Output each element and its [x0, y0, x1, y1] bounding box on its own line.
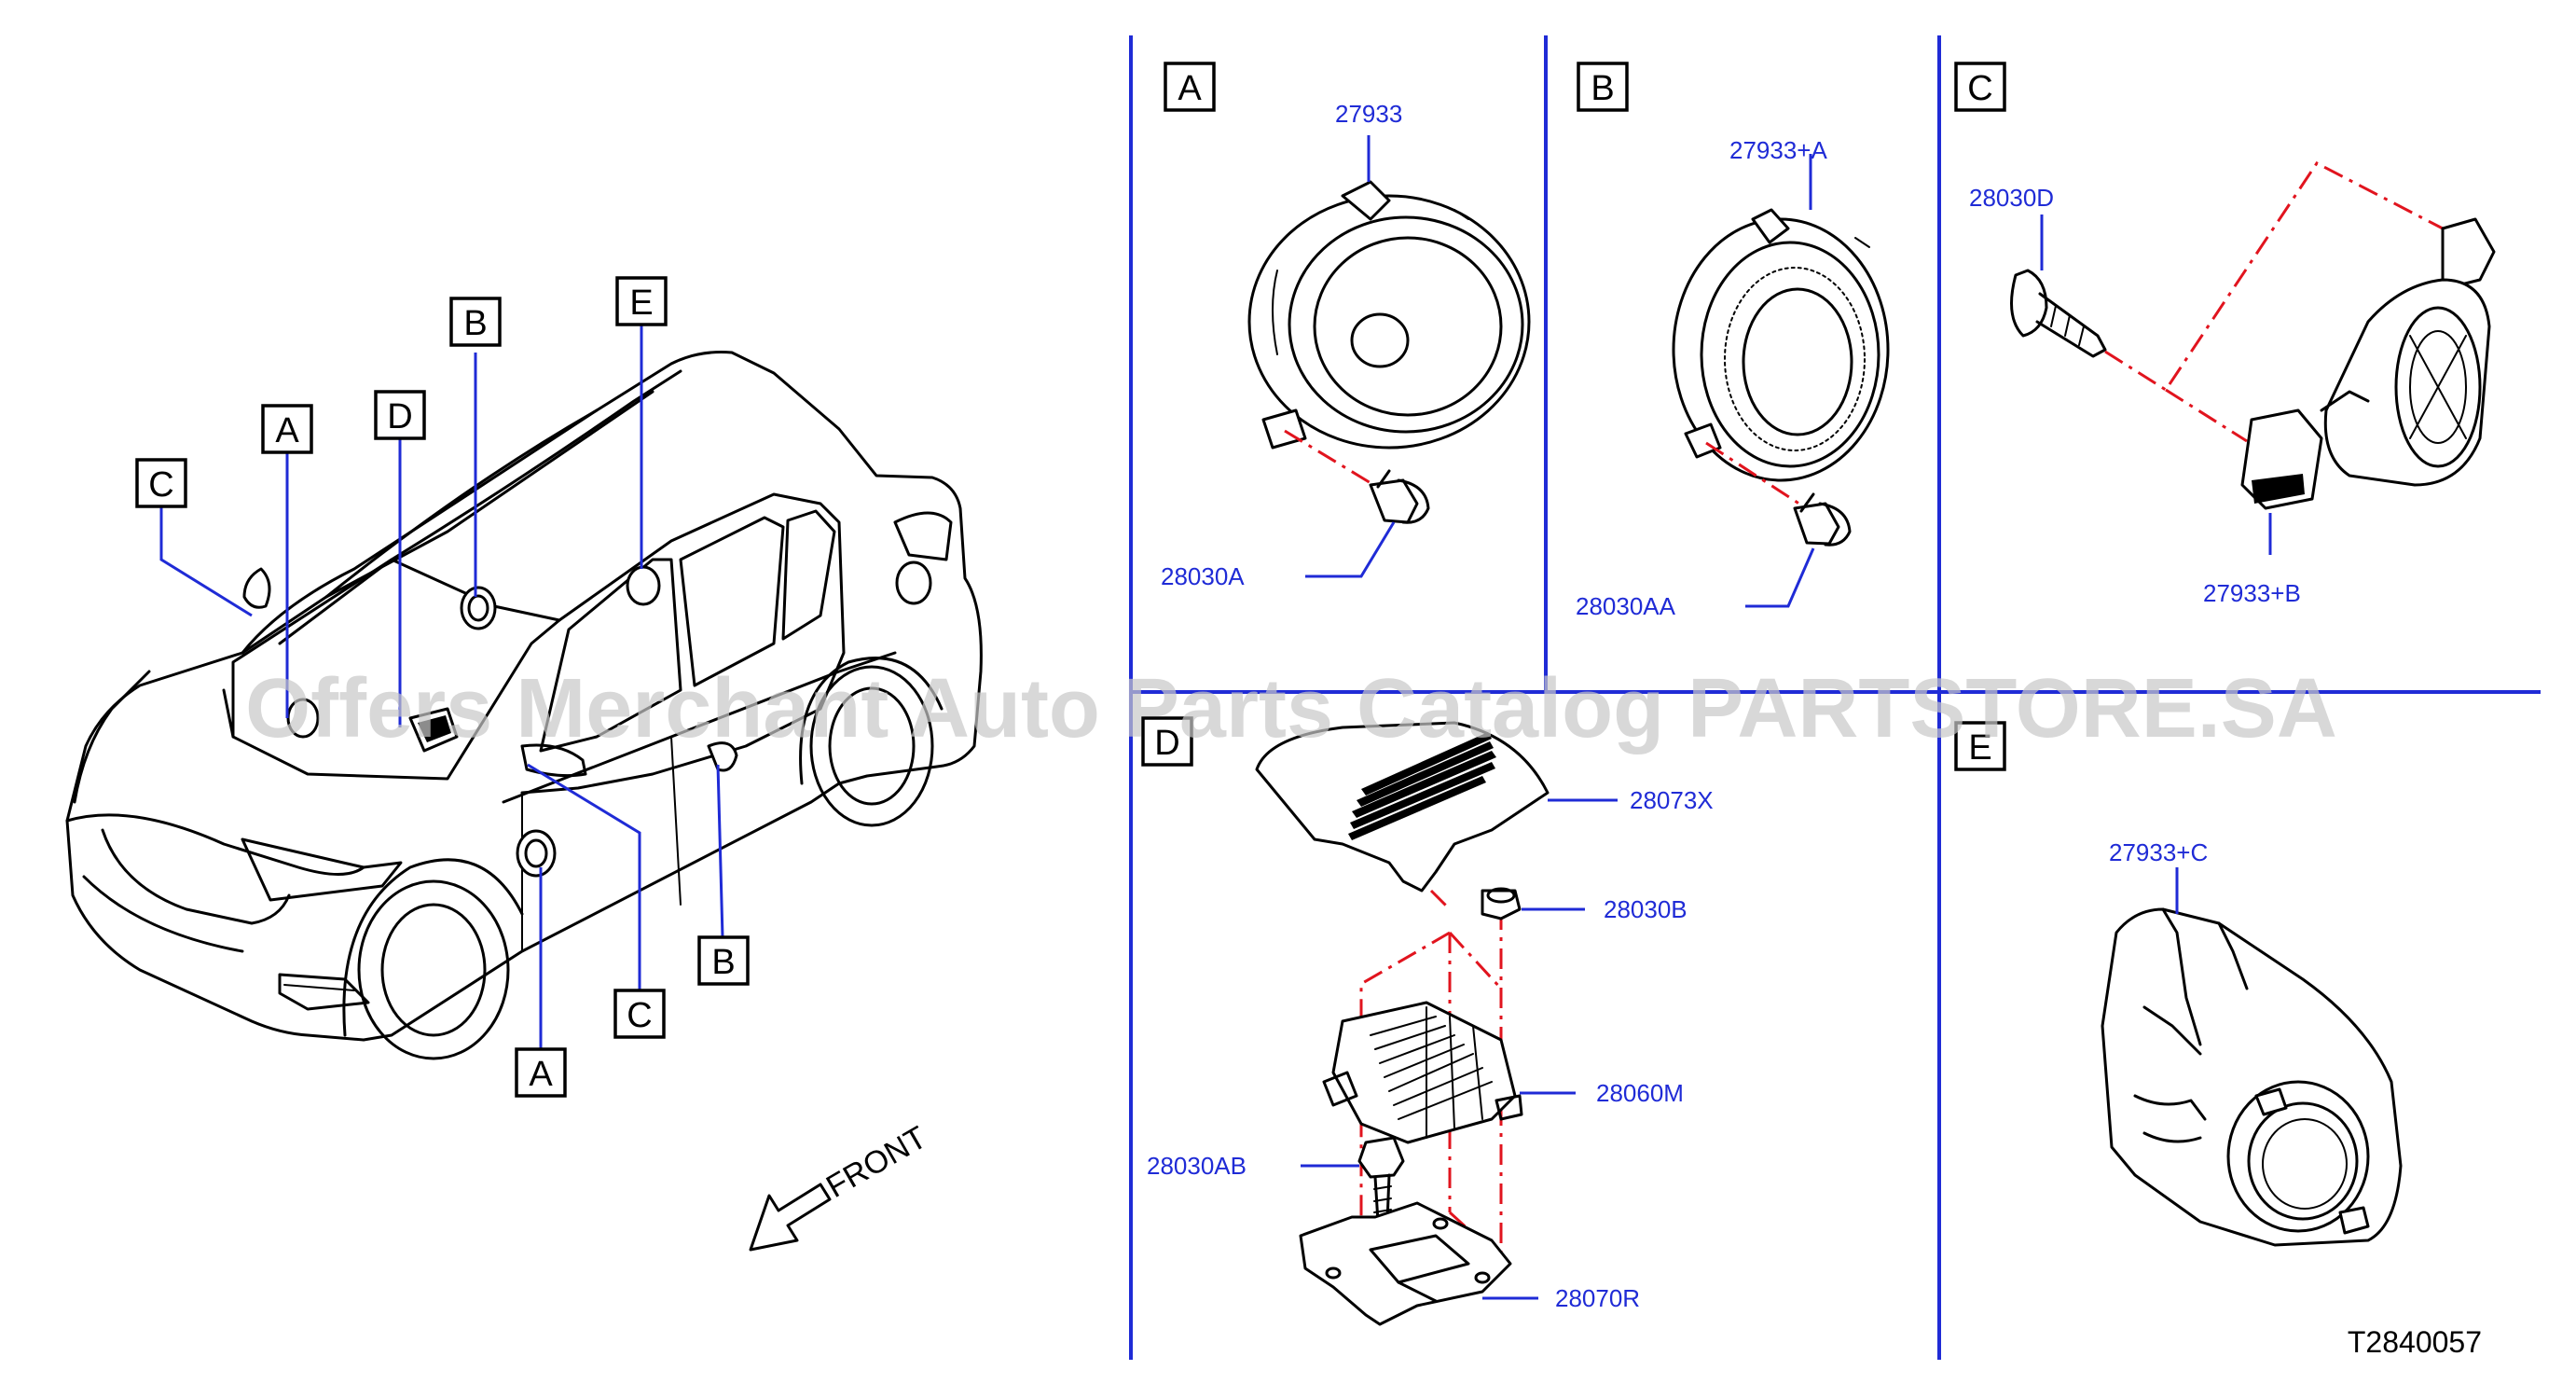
part-28073X: 28073X: [1630, 786, 1714, 814]
part-28030D: 28030D: [1969, 184, 2054, 212]
panel-dividers: [1129, 35, 2541, 1360]
vehicle-illustration: [65, 351, 983, 1060]
part-28030AA: 28030AA: [1576, 592, 1676, 620]
panel-B: B 27933+A 28030AA: [1576, 62, 1890, 620]
callout-leaders: [159, 325, 724, 1049]
cover-vents: [1348, 732, 1496, 840]
part-27933A: 27933+A: [1729, 136, 1827, 164]
part-27933C: 27933+C: [2109, 838, 2208, 866]
callout-B-bottom: B: [697, 935, 750, 986]
diagram-id: T2840057: [2348, 1325, 2482, 1359]
panel-C: C 28030D 27933+B: [1954, 62, 2496, 607]
callout-A-bottom: A: [515, 1047, 567, 1098]
svg-text:B: B: [711, 943, 735, 982]
svg-text:A: A: [529, 1055, 553, 1094]
panel-A: A 27933 28030A: [1161, 62, 1531, 590]
svg-text:D: D: [1154, 724, 1179, 763]
amp-fins: [1370, 1006, 1493, 1139]
part-28060M: 28060M: [1596, 1079, 1684, 1107]
part-28030AB: 28030AB: [1147, 1152, 1247, 1180]
svg-text:A: A: [1178, 69, 1202, 108]
svg-text:E: E: [1968, 728, 1991, 768]
callout-B-top: B: [449, 297, 502, 347]
svg-text:E: E: [629, 284, 653, 323]
part-27933: 27933: [1335, 100, 1402, 128]
front-label: FRONT: [820, 1119, 932, 1204]
panel-E: E 27933+C: [1954, 721, 2403, 1247]
svg-text:A: A: [275, 411, 299, 450]
callout-C-left: C: [135, 458, 187, 508]
svg-text:C: C: [1967, 69, 1992, 108]
svg-text:C: C: [148, 465, 173, 505]
svg-text:C: C: [627, 996, 652, 1035]
callout-E: E: [615, 276, 668, 326]
part-28070R: 28070R: [1555, 1284, 1640, 1312]
callout-C-bottom: C: [613, 989, 666, 1039]
part-28030B: 28030B: [1604, 895, 1687, 923]
panel-D: D: [1141, 716, 1714, 1326]
part-27933B: 27933+B: [2203, 579, 2301, 607]
part-28030A: 28030A: [1161, 562, 1245, 590]
svg-text:D: D: [387, 397, 412, 436]
front-arrow: FRONT: [749, 1119, 932, 1252]
callout-A-top: A: [261, 404, 313, 454]
callout-D: D: [374, 390, 426, 440]
svg-text:B: B: [1591, 69, 1614, 108]
watermark-text: Offers Merchant Auto Parts Catalog PARTS…: [245, 662, 2337, 755]
svg-text:B: B: [463, 304, 487, 343]
